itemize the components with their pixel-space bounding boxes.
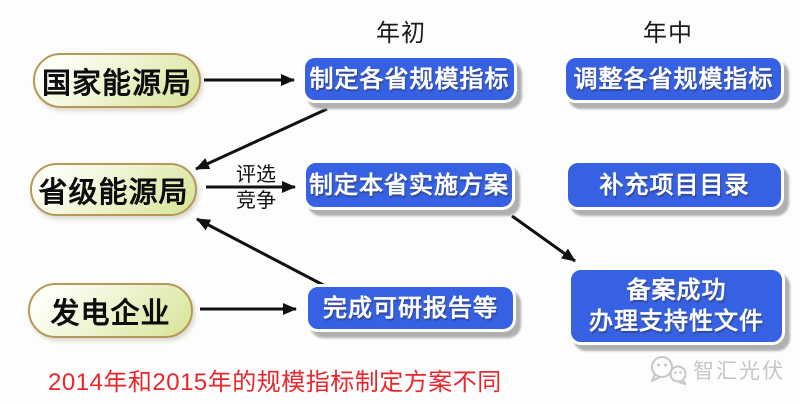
- arrow-setquota-to-provincial: [195, 107, 328, 171]
- arrow-plan-to-record: [511, 214, 576, 263]
- step-set-provincial-quota: 制定各省规模指标: [302, 55, 517, 103]
- step-label-line1: 备案成功: [626, 277, 727, 304]
- column-header-year-start: 年初: [376, 20, 426, 47]
- step-label: 完成可研报告等: [323, 294, 498, 322]
- watermark-brand: 智汇光伏: [693, 359, 785, 383]
- actor-label: 省级能源局: [38, 176, 189, 209]
- arrow-label-line2: 竞争: [236, 190, 276, 212]
- column-header-mid-year: 年中: [643, 20, 693, 47]
- step-label: 补充项目目录: [599, 171, 750, 199]
- actor-national-energy-administration: 国家能源局: [33, 53, 201, 108]
- actor-power-generation-enterprise: 发电企业: [28, 283, 193, 338]
- step-label: 制定各省规模指标: [309, 65, 510, 93]
- step-label: 制定本省实施方案: [309, 171, 509, 199]
- wechat-bubbles-icon: [651, 356, 687, 385]
- arrow-label-line1: 评选: [236, 164, 276, 186]
- actor-label: 国家能源局: [41, 67, 192, 100]
- step-record-success-documents: 备案成功 办理支持性文件: [568, 267, 785, 345]
- watermark: 智汇光伏: [648, 354, 785, 385]
- step-label: 调整各省规模指标: [573, 65, 774, 93]
- step-label-line2: 办理支持性文件: [589, 308, 764, 335]
- footnote-text: 2014年和2015年的规模指标制定方案不同: [48, 369, 502, 396]
- actor-provincial-energy-bureau: 省级能源局: [30, 163, 197, 216]
- arrow-label-selection-competition: 评选 竞争: [224, 162, 288, 214]
- arrow-report-to-provincial: [196, 217, 330, 290]
- step-supplement-project-catalog: 补充项目目录: [565, 160, 784, 210]
- step-complete-feasibility-report: 完成可研报告等: [305, 284, 516, 332]
- step-adjust-provincial-quota: 调整各省规模指标: [563, 55, 784, 103]
- actor-label: 发电企业: [50, 297, 171, 330]
- step-make-implementation-plan: 制定本省实施方案: [303, 160, 515, 210]
